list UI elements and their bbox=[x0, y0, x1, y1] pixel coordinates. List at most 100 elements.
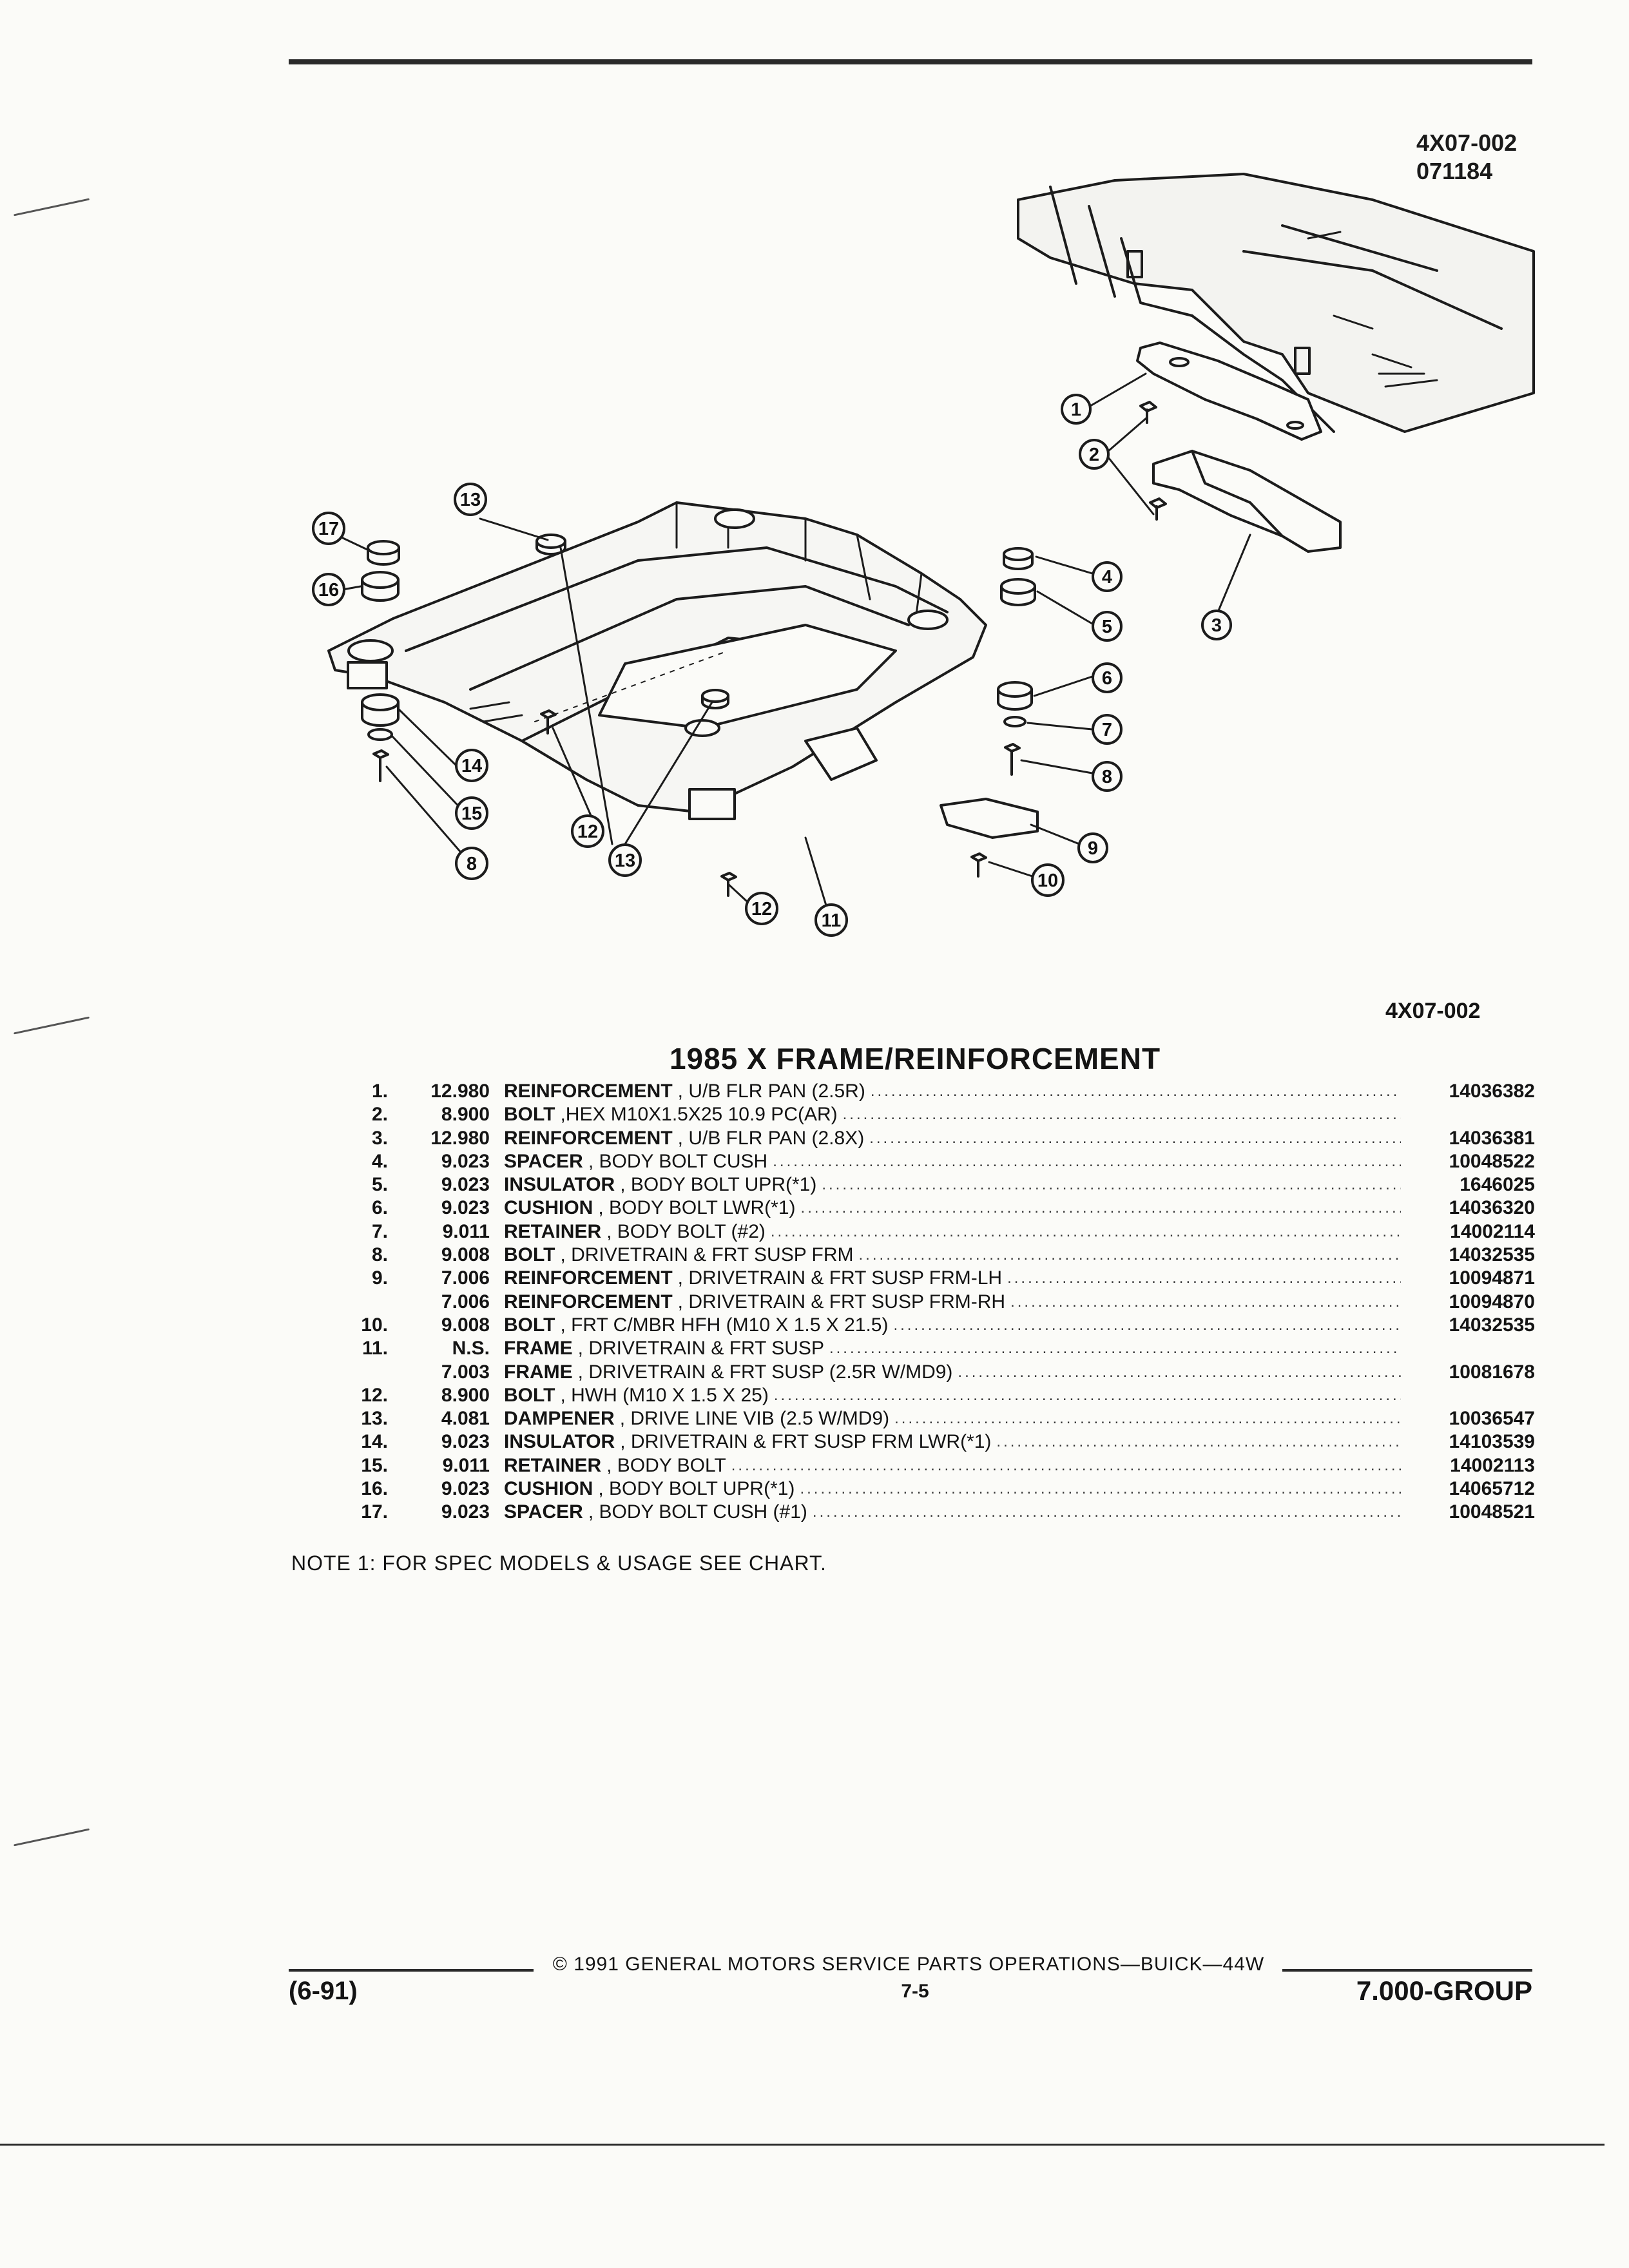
bolt-part-8-right bbox=[1004, 743, 1021, 776]
svg-text:9: 9 bbox=[1088, 838, 1098, 859]
bolt-part-8-left bbox=[372, 749, 389, 782]
part-number: 10048521 bbox=[1449, 1501, 1535, 1523]
part-number: 10094871 bbox=[1449, 1267, 1535, 1289]
description: INSULATOR, BODY BOLT UPR(*1) bbox=[490, 1173, 1406, 1196]
item-number: 16. bbox=[361, 1478, 388, 1500]
bottom-rule bbox=[0, 2144, 1605, 2146]
description: BOLT, FRT C/MBR HFH (M10 X 1.5 X 21.5) bbox=[490, 1314, 1406, 1337]
part-spec: , BODY BOLT UPR(*1) bbox=[620, 1174, 817, 1196]
item-number: 15. bbox=[361, 1454, 388, 1476]
svg-text:2: 2 bbox=[1089, 445, 1099, 465]
svg-text:12: 12 bbox=[577, 822, 598, 842]
leader-dots bbox=[774, 1384, 1401, 1407]
part-name: SPACER bbox=[504, 1150, 583, 1172]
part-number: 10048522 bbox=[1449, 1150, 1535, 1172]
item-number: 7. bbox=[371, 1220, 388, 1242]
part-number bbox=[1406, 1337, 1535, 1360]
description: FRAME, DRIVETRAIN & FRT SUSP bbox=[490, 1337, 1406, 1360]
part-name: DAMPENER bbox=[504, 1408, 615, 1430]
callout-2: 2 bbox=[1079, 439, 1110, 470]
description: BOLT, DRIVETRAIN & FRT SUSP FRM bbox=[490, 1244, 1406, 1267]
callout-5: 5 bbox=[1092, 611, 1123, 642]
callout-13-upper: 13 bbox=[454, 483, 487, 516]
callout-10: 10 bbox=[1031, 863, 1065, 897]
figure-code-block: 4X07-002 071184 bbox=[1416, 129, 1517, 186]
description: REINFORCEMENT, U/B FLR PAN (2.8X) bbox=[490, 1127, 1406, 1150]
description: SPACER, BODY BOLT CUSH bbox=[490, 1150, 1406, 1173]
usage-note: NOTE 1: FOR SPEC MODELS & USAGE SEE CHAR… bbox=[291, 1552, 827, 1575]
part-spec: , DRIVETRAIN & FRT SUSP (2.5R W/MD9) bbox=[577, 1361, 953, 1383]
callout-leaders bbox=[342, 372, 1251, 907]
callout-8-right: 8 bbox=[1092, 761, 1123, 792]
svg-text:15: 15 bbox=[461, 803, 482, 824]
part-number: 10081678 bbox=[1449, 1361, 1535, 1383]
item-number: 13. bbox=[361, 1408, 388, 1430]
figure-date-code: 071184 bbox=[1416, 158, 1493, 184]
leader-dots bbox=[996, 1430, 1401, 1454]
part-name: REINFORCEMENT bbox=[504, 1127, 673, 1149]
callout-15: 15 bbox=[455, 796, 488, 830]
part-name: BOLT bbox=[504, 1314, 555, 1336]
group-number: 9.023 bbox=[441, 1431, 490, 1453]
part-name: BOLT bbox=[504, 1244, 555, 1266]
group-number: 9.023 bbox=[441, 1501, 490, 1523]
underbody-floor-pan bbox=[1017, 173, 1535, 433]
part-name: BOLT bbox=[504, 1384, 555, 1406]
svg-text:3: 3 bbox=[1211, 615, 1222, 636]
parts-row: 11.N.S.FRAME, DRIVETRAIN & FRT SUSP bbox=[342, 1337, 1535, 1360]
part-name: REINFORCEMENT bbox=[504, 1291, 673, 1312]
group-number: 12.980 bbox=[430, 1127, 490, 1149]
description: FRAME, DRIVETRAIN & FRT SUSP (2.5R W/MD9… bbox=[490, 1361, 1406, 1384]
part-spec: , BODY BOLT CUSH bbox=[588, 1150, 768, 1172]
frame-exploded-diagram: 1 2 3 4 5 6 7 8 9 10 11 12 12 13 13 14 1… bbox=[312, 173, 1535, 937]
svg-text:14: 14 bbox=[461, 756, 482, 776]
leader-dots bbox=[800, 1477, 1401, 1501]
item-number: 11. bbox=[361, 1338, 388, 1360]
leader-dots bbox=[801, 1196, 1401, 1220]
leader-dots bbox=[869, 1127, 1401, 1150]
callout-12-upper: 12 bbox=[571, 814, 604, 848]
part-name: CUSHION bbox=[504, 1478, 593, 1500]
leader-dots bbox=[822, 1173, 1401, 1196]
group-number: 9.011 bbox=[442, 1220, 490, 1242]
svg-text:6: 6 bbox=[1102, 668, 1112, 689]
callout-1: 1 bbox=[1061, 394, 1092, 425]
svg-text:13: 13 bbox=[460, 490, 481, 510]
scan-mark bbox=[13, 198, 90, 216]
bolt-part-10 bbox=[970, 852, 987, 878]
group-number: 9.023 bbox=[441, 1197, 490, 1219]
item-number: 4. bbox=[371, 1150, 388, 1172]
leader-dots bbox=[829, 1337, 1401, 1360]
part-spec: , DRIVETRAIN & FRT SUSP FRM LWR(*1) bbox=[620, 1431, 992, 1453]
item-number: 5. bbox=[371, 1174, 388, 1196]
leader-dots bbox=[893, 1314, 1401, 1337]
part-spec: , DRIVETRAIN & FRT SUSP bbox=[577, 1338, 824, 1360]
reinforcement-part-9 bbox=[940, 798, 1039, 839]
leader-dots bbox=[859, 1244, 1401, 1267]
item-number: 14. bbox=[361, 1431, 388, 1453]
part-name: REINFORCEMENT bbox=[504, 1081, 673, 1102]
leader-dots bbox=[771, 1220, 1401, 1244]
group-number: 9.023 bbox=[441, 1478, 490, 1500]
spacer-part-17 bbox=[367, 540, 400, 566]
leader-dots bbox=[1010, 1291, 1401, 1314]
group-number: 7.006 bbox=[441, 1267, 490, 1289]
top-rule bbox=[289, 59, 1532, 64]
callout-4: 4 bbox=[1092, 561, 1123, 592]
part-name: INSULATOR bbox=[504, 1174, 615, 1196]
insulator-part-14 bbox=[361, 693, 400, 727]
section-title: 1985 X FRAME/REINFORCEMENT bbox=[669, 1042, 1161, 1075]
item-number: 12. bbox=[361, 1384, 388, 1406]
part-name: FRAME bbox=[504, 1338, 573, 1360]
leader-dots bbox=[773, 1150, 1401, 1173]
part-spec: , U/B FLR PAN (2.5R) bbox=[677, 1081, 865, 1102]
